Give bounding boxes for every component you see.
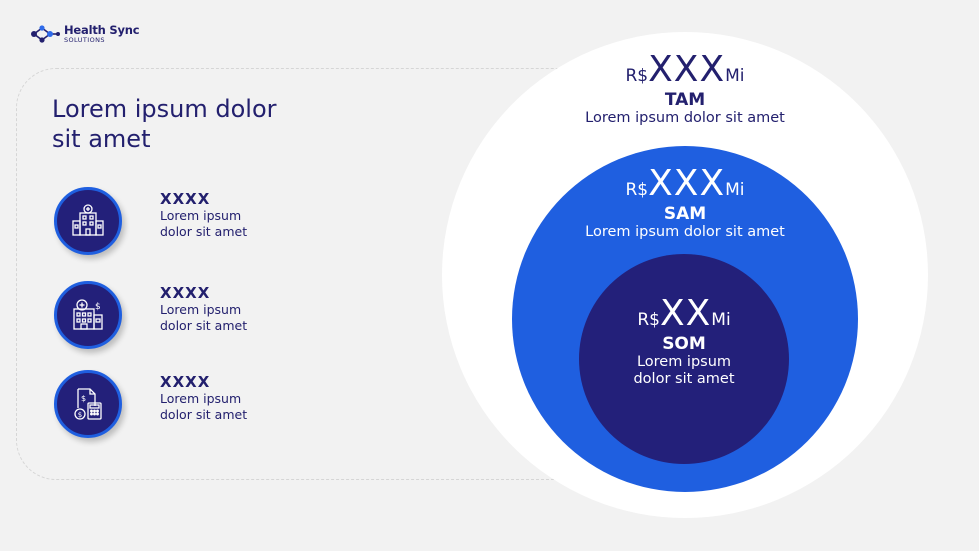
sam-desc: Lorem ipsum dolor sit amet	[585, 224, 785, 240]
som-currency: R$	[637, 310, 660, 330]
svg-text:$: $	[95, 302, 101, 312]
feature-desc-line: Lorem ipsum	[160, 208, 242, 223]
feature-desc: Lorem ipsum dolor sit amet	[160, 208, 300, 239]
feature-title: XXXX	[160, 284, 211, 302]
feature-desc-line: Lorem ipsum	[160, 302, 242, 317]
feature-badge	[54, 187, 122, 255]
feature-item: $ XXXX Lorem ipsum dolor sit amet	[54, 281, 314, 351]
feature-desc-line: dolor sit amet	[160, 223, 248, 239]
svg-text:$: $	[78, 411, 82, 419]
som-amount: R$XXMi	[604, 296, 764, 332]
tam-amount: R$XXXMi	[560, 52, 810, 88]
brand-logo: Health Sync SOLUTIONS	[30, 22, 140, 46]
som-unit: Mi	[711, 310, 731, 330]
feature-desc-line: dolor sit amet	[160, 317, 248, 333]
som-title: SOM	[662, 334, 706, 354]
tam-label-block: R$XXXMi TAM Lorem ipsum dolor sit amet	[560, 52, 810, 127]
feature-title: XXXX	[160, 190, 211, 208]
feature-desc-line: dolor sit amet	[160, 406, 248, 422]
tam-title: TAM	[664, 90, 706, 110]
feature-item: $ $ XXXX Lorem ipsum dolor sit amet	[54, 370, 314, 440]
brand-name: Health Sync	[64, 22, 140, 37]
tam-value: XXX	[648, 49, 726, 90]
sam-unit: Mi	[725, 180, 745, 200]
sam-title: SAM	[663, 204, 707, 224]
feature-desc-line: Lorem ipsum	[160, 391, 242, 406]
feature-badge: $ $	[54, 370, 122, 438]
feature-badge: $	[54, 281, 122, 349]
network-dots-icon	[31, 25, 60, 43]
som-circle	[579, 254, 789, 464]
som-label-block: R$XXMi SOM Lorem ipsum dolor sit amet	[604, 296, 764, 387]
page-title: Lorem ipsum dolor sit amet	[52, 95, 277, 153]
feature-desc: Lorem ipsum dolor sit amet	[160, 302, 300, 333]
tam-currency: R$	[625, 66, 649, 86]
svg-text:$: $	[81, 394, 86, 403]
sam-currency: R$	[625, 180, 649, 200]
som-desc-line: Lorem ipsum	[636, 354, 732, 370]
sam-amount: R$XXXMi	[560, 166, 810, 202]
hospital-icon	[72, 204, 104, 236]
som-value: XX	[659, 293, 712, 334]
sam-label-block: R$XXXMi SAM Lorem ipsum dolor sit amet	[560, 166, 810, 241]
feature-desc: Lorem ipsum dolor sit amet	[160, 391, 300, 422]
sam-value: XXX	[648, 163, 726, 204]
som-desc: Lorem ipsum dolor sit amet	[604, 354, 764, 387]
feature-item: XXXX Lorem ipsum dolor sit amet	[54, 187, 314, 257]
brand-tagline: SOLUTIONS	[64, 36, 105, 44]
tam-desc: Lorem ipsum dolor sit amet	[585, 110, 785, 126]
feature-title: XXXX	[160, 373, 211, 391]
tam-unit: Mi	[725, 66, 745, 86]
som-desc-line: dolor sit amet	[633, 370, 735, 387]
invoice-calculator-icon: $ $	[74, 388, 102, 420]
clinic-building-icon: $	[73, 299, 103, 330]
